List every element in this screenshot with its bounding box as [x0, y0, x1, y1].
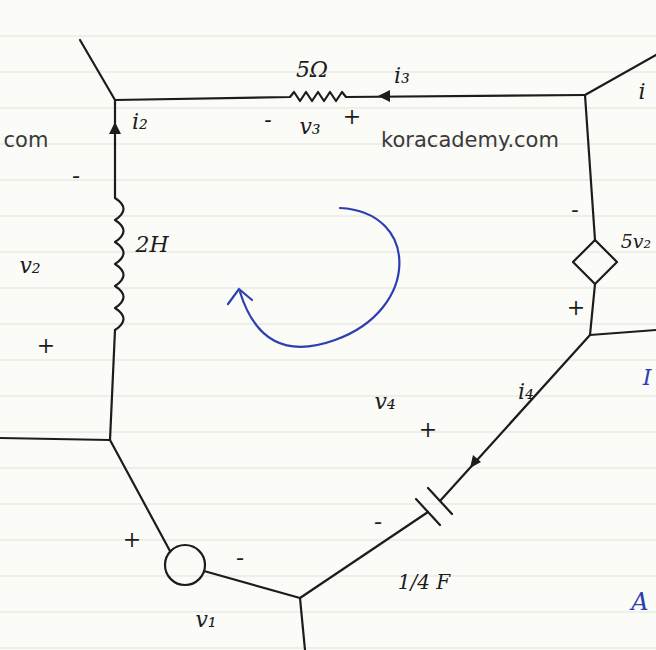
resistor-value: 5Ω	[296, 59, 328, 81]
polarity-sign: -	[374, 510, 382, 534]
current-name: i₄	[518, 381, 534, 403]
watermark: com	[4, 130, 49, 151]
polarity-sign: +	[123, 529, 141, 551]
source-gain: 5v₂	[621, 232, 651, 251]
voltage-name: v₁	[195, 609, 216, 631]
voltage-name: v₄	[374, 391, 395, 413]
polarity-sign: -	[72, 164, 80, 188]
note-letter: I	[643, 367, 652, 389]
inductor-value: 2H	[135, 234, 168, 256]
current-name: i	[638, 81, 645, 103]
polarity-sign: -	[571, 199, 578, 221]
current-name: i₂	[132, 111, 148, 133]
voltage-name: v₂	[19, 255, 40, 277]
voltage-name: v₃	[299, 116, 320, 138]
polarity-sign: +	[37, 335, 55, 357]
capacitor-value: 1/4 F	[398, 572, 450, 592]
current-name: i₃	[394, 65, 410, 87]
polarity-sign: +	[567, 297, 585, 319]
polarity-sign: +	[343, 106, 361, 128]
polarity-sign: +	[419, 419, 437, 441]
note-letter: A	[631, 590, 648, 614]
polarity-sign: -	[236, 546, 244, 570]
polarity-sign: -	[264, 109, 271, 131]
watermark: koracademy.com	[381, 130, 559, 151]
